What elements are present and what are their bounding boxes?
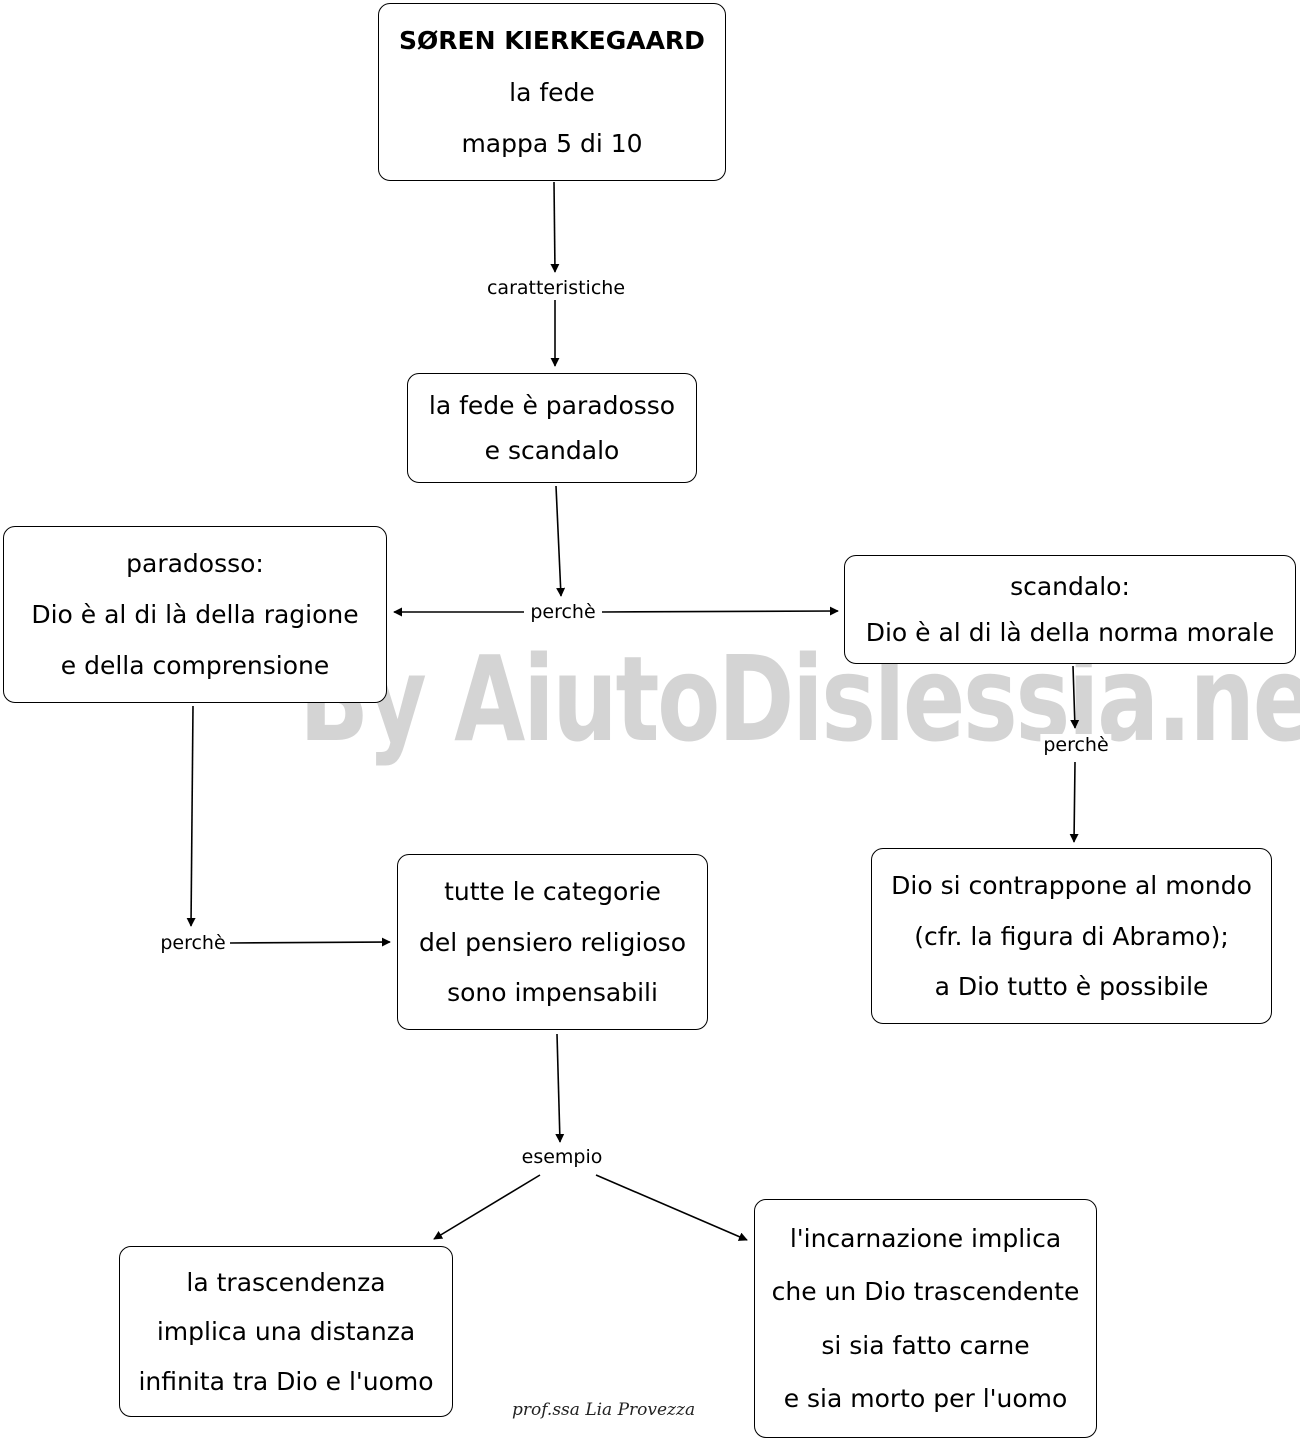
- node-paradox: paradosso: Dio è al di là della ragione …: [3, 526, 387, 703]
- connector-label-to-scandal: [601, 606, 839, 616]
- node-opposes-line-1: Dio si contrappone al mondo: [891, 870, 1252, 900]
- node-title-line-2: la fede: [509, 77, 595, 107]
- node-incarnation-line-4: e sia morto per l'uomo: [783, 1383, 1068, 1413]
- node-scandal-line-2: Dio è al di là della norma morale: [865, 617, 1275, 647]
- connector-title-to-label: [550, 181, 560, 273]
- connector-categories-to-label: [555, 1033, 565, 1143]
- connector-scandal-to-label: [1070, 665, 1080, 729]
- node-paradox-scandal: la fede è paradosso e scandalo: [407, 373, 697, 483]
- link-label-caratteristiche: caratteristiche: [483, 277, 629, 299]
- connector-paradox-to-label: [186, 705, 196, 927]
- node-opposes: Dio si contrappone al mondo (cfr. la fig…: [871, 848, 1272, 1024]
- node-title: SØREN KIERKEGAARD la fede mappa 5 di 10: [378, 3, 726, 181]
- node-transcendence-line-3: infinita tra Dio e l'uomo: [138, 1366, 434, 1396]
- node-title-line-1: SØREN KIERKEGAARD: [399, 26, 705, 56]
- node-transcendence-line-2: implica una distanza: [156, 1317, 416, 1346]
- connector-label-to-transcendence: [433, 1174, 541, 1240]
- node-opposes-line-3: a Dio tutto è possibile: [934, 972, 1209, 1002]
- node-categories-line-3: sono impensabili: [447, 978, 658, 1008]
- node-paradox-line-1: paradosso:: [126, 549, 264, 578]
- node-title-line-3: mappa 5 di 10: [461, 128, 643, 158]
- link-label-perche-right: perchè: [1040, 734, 1112, 756]
- node-paradox-scandal-line-2: e scandalo: [484, 436, 620, 466]
- node-categories-line-2: del pensiero religioso: [419, 927, 686, 957]
- node-incarnation-line-3: si sia fatto carne: [821, 1330, 1030, 1360]
- connector-paradox-scandal-to-label: [555, 485, 566, 597]
- node-transcendence: la trascendenza implica una distanza inf…: [119, 1246, 453, 1417]
- node-paradox-scandal-line-1: la fede è paradosso: [428, 390, 676, 420]
- connector-label-to-categories: [229, 937, 391, 947]
- node-incarnation-line-2: che un Dio trascendente: [771, 1277, 1080, 1307]
- node-paradox-line-2: Dio è al di là della ragione: [31, 600, 359, 629]
- node-incarnation-line-1: l'incarnazione implica: [789, 1224, 1062, 1254]
- node-scandal: scandalo: Dio è al di là della norma mor…: [844, 555, 1296, 664]
- link-label-perche-left: perchè: [157, 932, 229, 954]
- node-transcendence-line-1: la trascendenza: [186, 1267, 386, 1297]
- node-categories: tutte le categorie del pensiero religios…: [397, 854, 708, 1030]
- node-scandal-line-1: scandalo:: [1010, 572, 1130, 602]
- link-label-perche-center: perchè: [527, 601, 599, 623]
- author-signature: prof.ssa Lia Provezza: [512, 1400, 696, 1420]
- node-paradox-line-3: e della comprensione: [60, 651, 330, 680]
- node-categories-line-1: tutte le categorie: [444, 876, 661, 906]
- node-incarnation: l'incarnazione implica che un Dio trasce…: [754, 1199, 1097, 1438]
- link-label-esempio: esempio: [518, 1146, 606, 1168]
- connector-label-to-opposes: [1069, 761, 1079, 843]
- node-opposes-line-2: (cfr. la figura di Abramo);: [914, 921, 1229, 951]
- connector-label-to-incarnation: [595, 1174, 748, 1241]
